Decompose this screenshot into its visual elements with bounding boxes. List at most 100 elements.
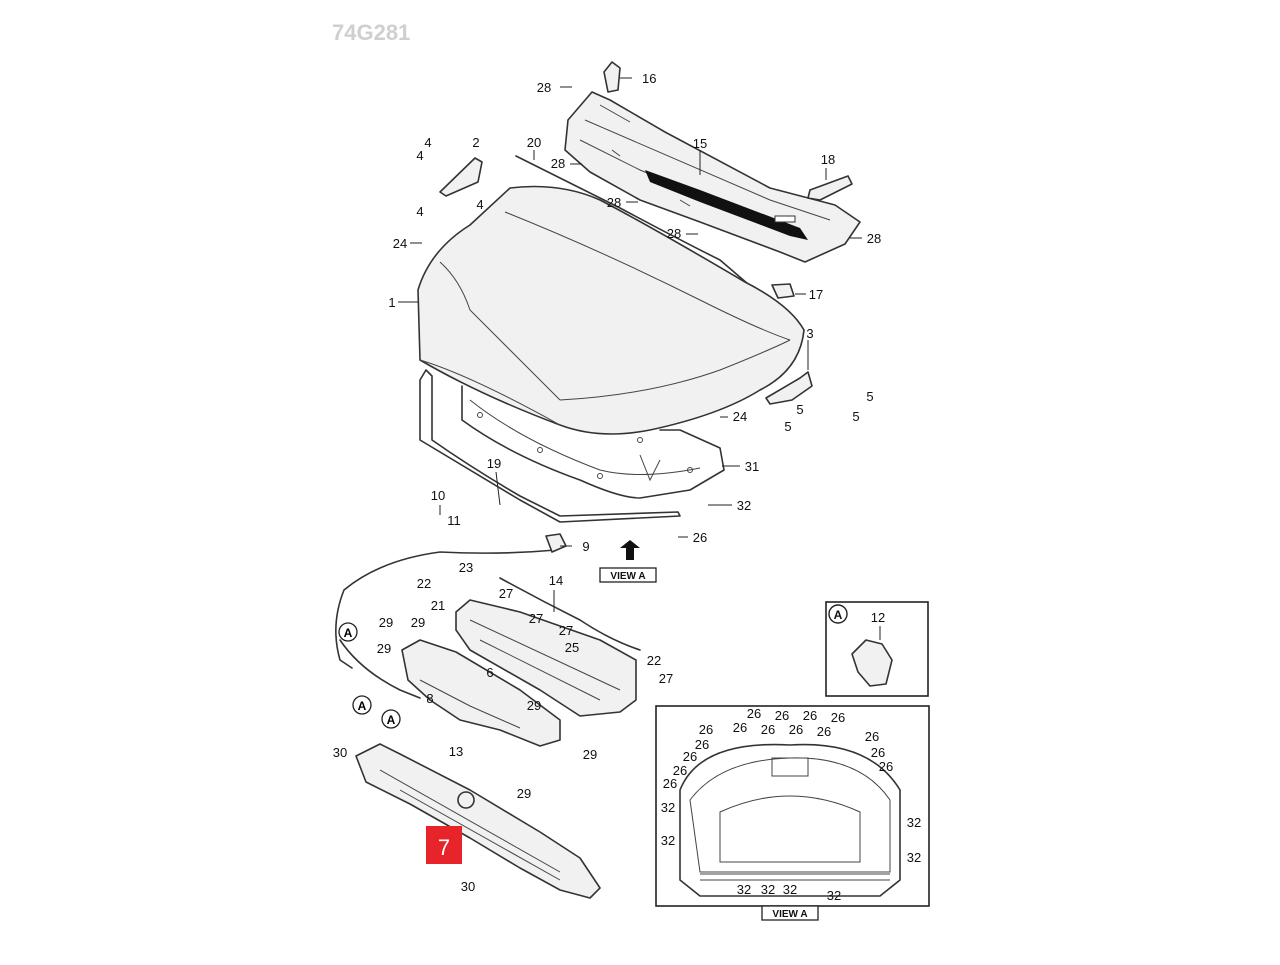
- callout-labels: 28 16 15 18 20 28 28 28 28 17 4 4 4 4 2 …: [333, 71, 921, 903]
- view-a-inset-box: [761, 905, 819, 921]
- part-12-latch: [851, 639, 893, 687]
- callout-11: 11: [447, 513, 461, 528]
- figure-badge: [426, 826, 462, 864]
- callout-5: 5: [784, 419, 791, 434]
- callout-28: 28: [551, 156, 565, 171]
- callout-32: 32: [907, 815, 921, 830]
- callout-18: 18: [821, 152, 835, 167]
- callout-4: 4: [424, 135, 431, 150]
- callout-26: 26: [761, 722, 775, 737]
- callout-32: 32: [827, 888, 841, 903]
- callout-28: 28: [537, 80, 551, 95]
- callout-29: 29: [377, 641, 391, 656]
- callout-28: 28: [867, 231, 881, 246]
- callout-6: 6: [486, 665, 493, 680]
- callout-26: 26: [775, 708, 789, 723]
- callout-24: 24: [733, 409, 747, 424]
- callout-32: 32: [737, 882, 751, 897]
- part-20-seal: [515, 155, 749, 285]
- callout-29: 29: [583, 747, 597, 762]
- part-10-cable: [335, 549, 557, 669]
- view-a-inset-frame: [655, 705, 930, 907]
- callout-5: 5: [866, 389, 873, 404]
- part-18-bracket: [807, 175, 853, 201]
- hood-underside-view: [679, 743, 901, 897]
- callout-31: 31: [745, 459, 759, 474]
- callout-29: 29: [517, 786, 531, 801]
- svg-text:A: A: [834, 608, 843, 622]
- callout-8: 8: [426, 691, 433, 706]
- callout-27: 27: [559, 623, 573, 638]
- callout-27: 27: [529, 611, 543, 626]
- callout-32: 32: [761, 882, 775, 897]
- view-a-label: VIEW A: [610, 571, 645, 582]
- callout-26: 26: [865, 729, 879, 744]
- callout-30: 30: [461, 879, 475, 894]
- svg-text:A: A: [358, 699, 367, 713]
- callout-4: 4: [416, 148, 423, 163]
- callout-5: 5: [852, 409, 859, 424]
- callout-10: 10: [431, 488, 445, 503]
- callout-21: 21: [431, 598, 445, 613]
- callout-26: 26: [699, 722, 713, 737]
- cowl-top-panel: [564, 91, 861, 263]
- callout-29: 29: [379, 615, 393, 630]
- callout-4: 4: [416, 204, 423, 219]
- callout-27: 27: [499, 586, 513, 601]
- callout-16: 16: [642, 71, 656, 86]
- callout-5: 5: [796, 402, 803, 417]
- callout-27: 27: [659, 671, 673, 686]
- callout-12: 12: [871, 610, 885, 625]
- hood-panel: [417, 185, 805, 435]
- view-a-inset-label: VIEW A: [772, 909, 807, 920]
- callout-23: 23: [459, 560, 473, 575]
- callout-26: 26: [693, 530, 707, 545]
- cable-ref-a-right: A: [381, 709, 401, 729]
- part-14-cable: [499, 577, 641, 651]
- header-code: 74G281: [332, 20, 410, 45]
- part-17-clip: [771, 283, 795, 299]
- part-19-seal: [419, 369, 681, 523]
- callout-22: 22: [647, 653, 661, 668]
- callout-32: 32: [907, 850, 921, 865]
- figure-badge-number: 7: [438, 835, 450, 860]
- callout-32: 32: [737, 498, 751, 513]
- callout-13: 13: [449, 744, 463, 759]
- radiator-support: [355, 743, 601, 899]
- callout-22: 22: [417, 576, 431, 591]
- part-2-hinge: [439, 157, 483, 197]
- callout-25: 25: [565, 640, 579, 655]
- callout-26: 26: [871, 745, 885, 760]
- part-9-retainer: [545, 533, 567, 553]
- callout-9: 9: [582, 539, 589, 554]
- callout-1: 1: [388, 295, 395, 310]
- callout-32: 32: [661, 800, 675, 815]
- callout-15: 15: [693, 136, 707, 151]
- callout-2: 2: [472, 135, 479, 150]
- callout-19: 19: [487, 456, 501, 471]
- callout-17: 17: [809, 287, 823, 302]
- callout-26: 26: [683, 749, 697, 764]
- callout-30: 30: [333, 745, 347, 760]
- callout-28: 28: [607, 195, 621, 210]
- hood-inner-panel: [461, 385, 725, 499]
- svg-text:A: A: [387, 713, 396, 727]
- callout-29: 29: [527, 698, 541, 713]
- lock-shroud: [401, 599, 637, 747]
- callout-28: 28: [667, 226, 681, 241]
- view-a-box: [599, 567, 657, 583]
- callout-26: 26: [817, 724, 831, 739]
- callout-26: 26: [733, 720, 747, 735]
- callout-26: 26: [673, 763, 687, 778]
- cable-ref-a-top: A: [338, 622, 358, 642]
- callout-32: 32: [783, 882, 797, 897]
- callout-32: 32: [661, 833, 675, 848]
- part-16-clip: [603, 61, 621, 93]
- view-a-arrow: [620, 540, 640, 560]
- cable-ref-a-left: A: [352, 695, 372, 715]
- callout-3: 3: [806, 326, 813, 341]
- callout-26: 26: [747, 706, 761, 721]
- callout-26: 26: [879, 759, 893, 774]
